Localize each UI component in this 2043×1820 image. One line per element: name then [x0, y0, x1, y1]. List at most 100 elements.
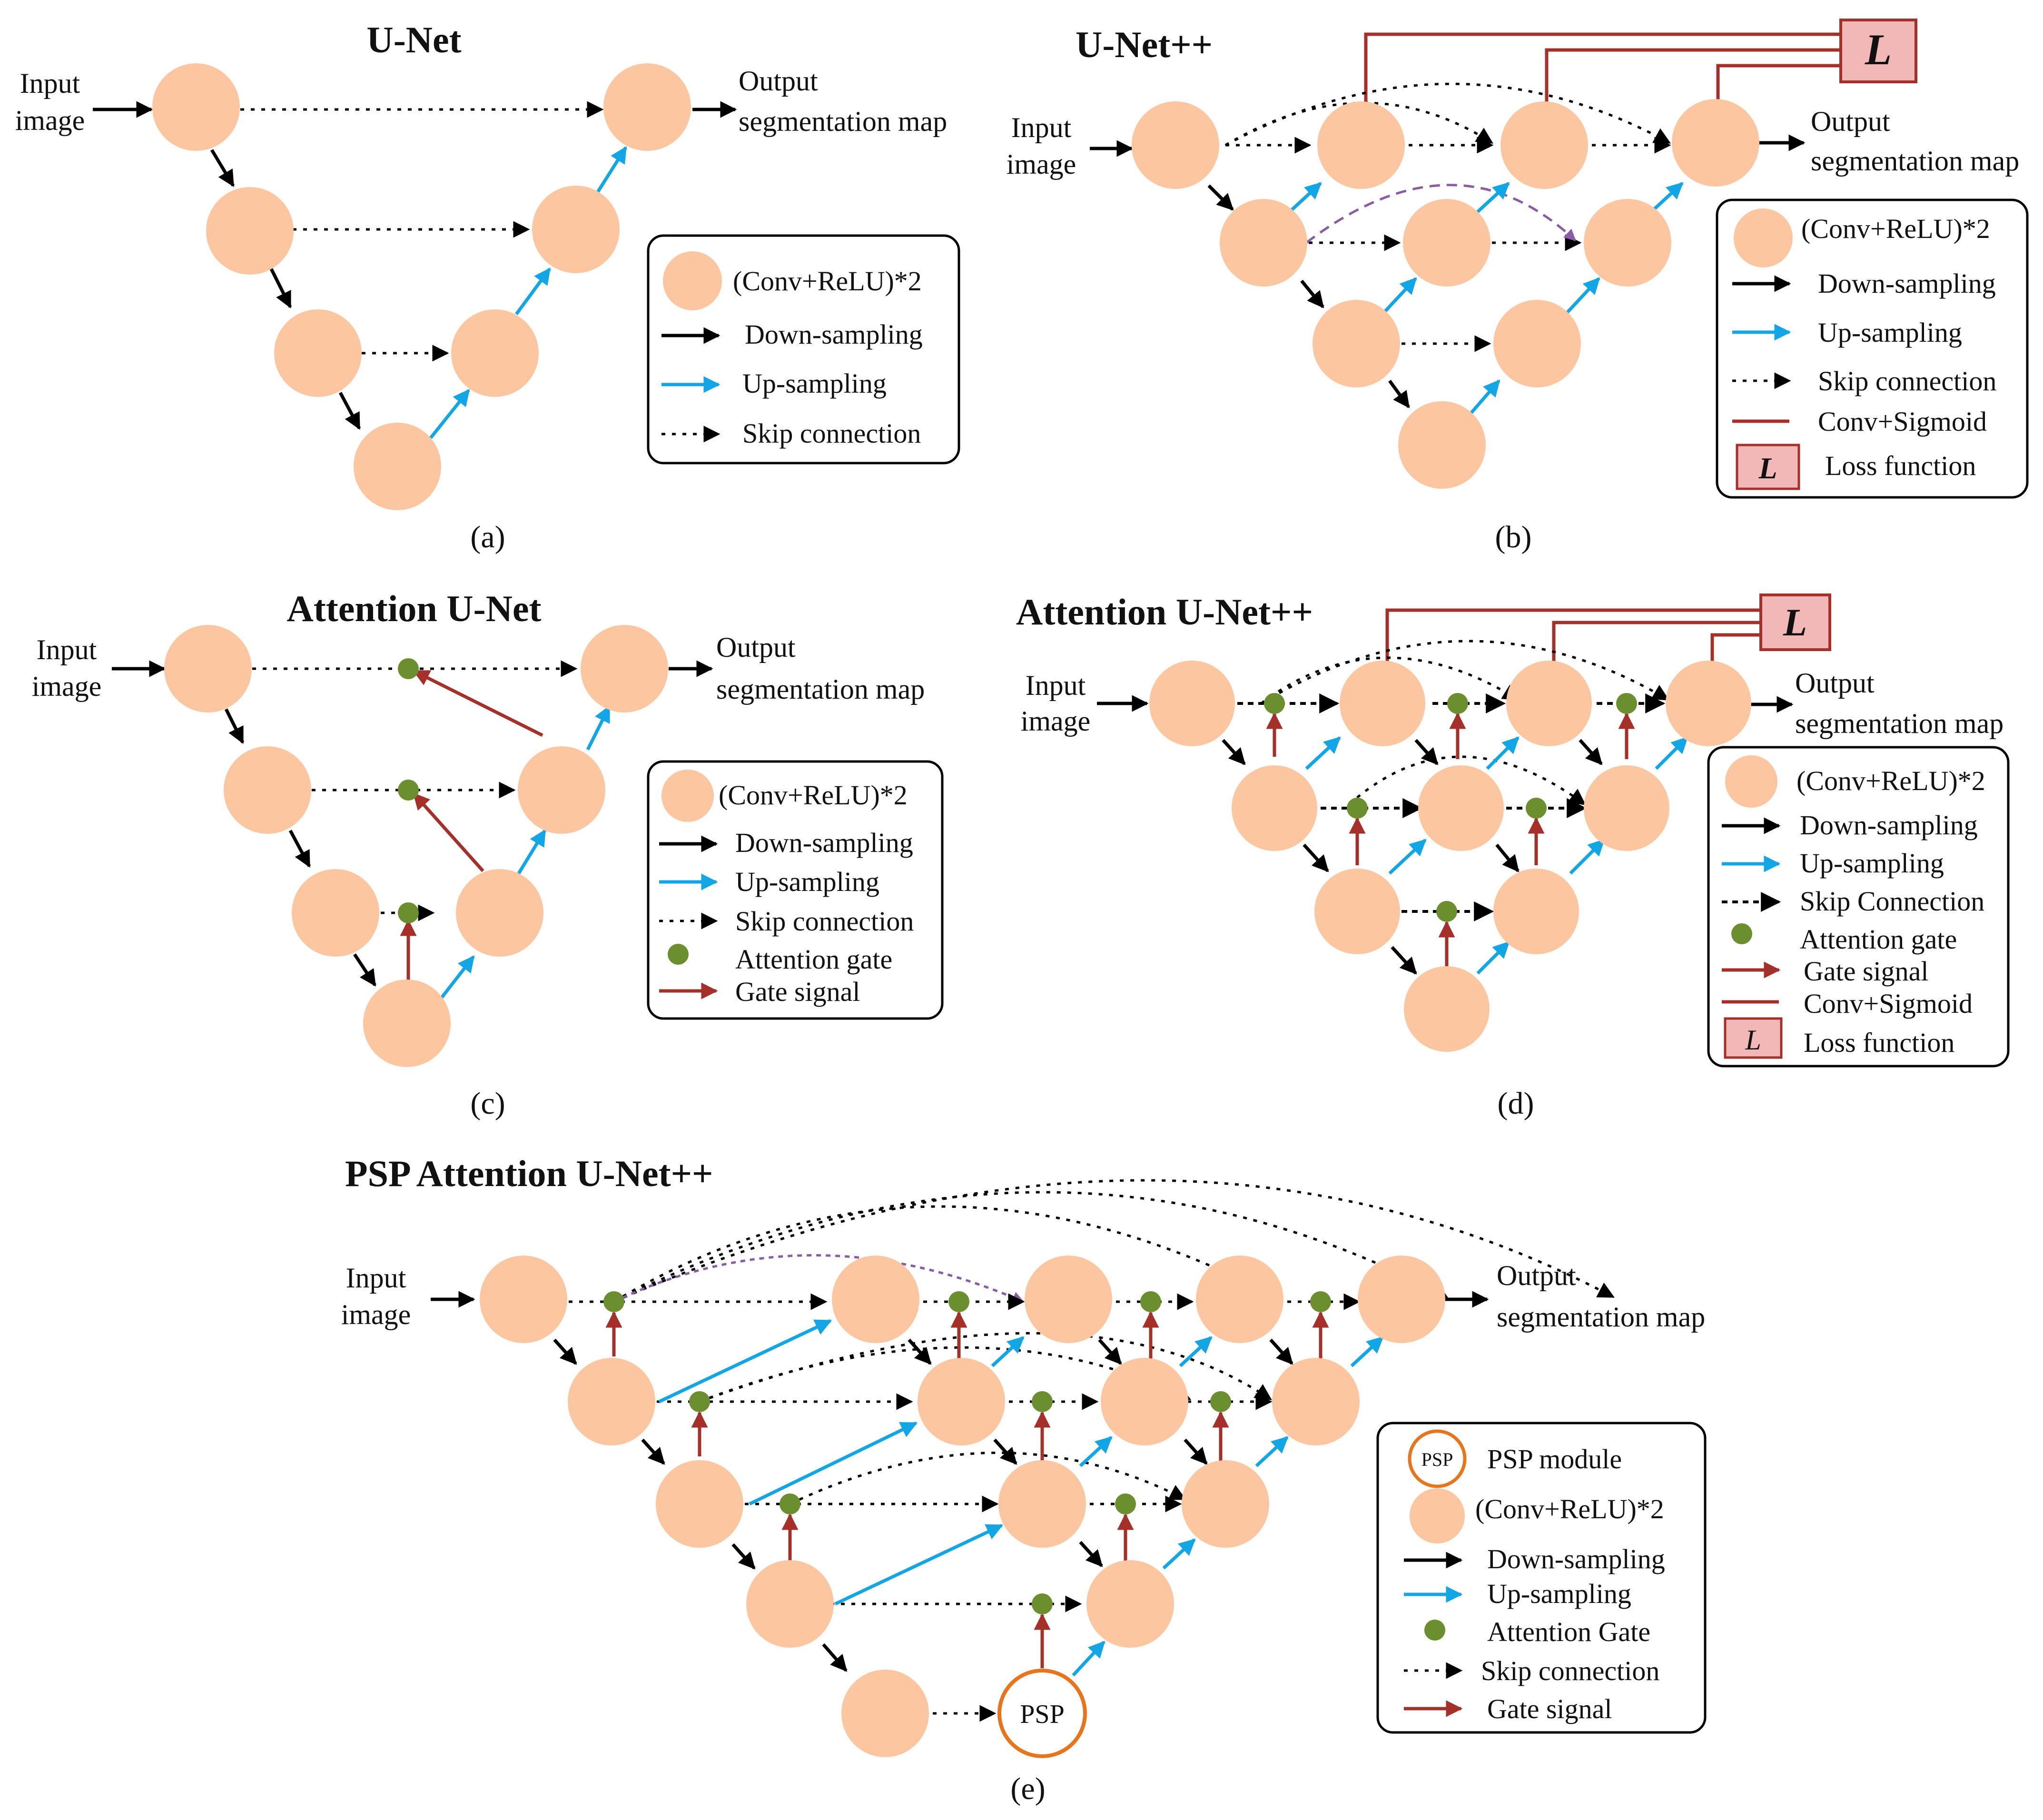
down-sampling-arrow: [993, 1438, 1017, 1465]
up-sampling-arrow: [658, 1319, 832, 1404]
up-sampling-arrow: [1162, 1538, 1196, 1570]
conv-node: [1182, 1460, 1269, 1548]
conv-node: [1340, 661, 1425, 746]
attention-gate: [398, 902, 419, 923]
skip-connection: [1260, 640, 1670, 705]
skip-connection: [613, 1191, 1449, 1303]
down-sampling-arrow: [1414, 739, 1439, 765]
panel-d-output-line1: Output: [1795, 667, 1875, 699]
conv-node: [1666, 661, 1751, 746]
down-sampling-arrow: [1079, 1541, 1103, 1567]
conv-node: [1149, 661, 1235, 746]
legend-label: Up-sampling: [1818, 317, 1962, 348]
panel-e-output-line1: Output: [1497, 1260, 1576, 1291]
conv-node: [998, 1460, 1086, 1548]
legend-label: Attention Gate: [1487, 1616, 1650, 1647]
conv-node: [1086, 1560, 1174, 1648]
legend-loss-box: [1724, 1017, 1783, 1059]
down-sampling-arrow: [1391, 946, 1417, 975]
panel-b-output-line2: segmentation map: [1811, 145, 2019, 177]
panel-d-label: (d): [1498, 1086, 1534, 1121]
conv-node: [1398, 401, 1486, 489]
conv-node: [1220, 199, 1307, 287]
up-sampling-arrow: [1655, 736, 1688, 770]
conv-node: [206, 187, 294, 275]
gate-signal-arrow: [412, 669, 543, 737]
panel-b-input-line2: image: [1007, 148, 1076, 180]
legend-label: Skip Connection: [1800, 886, 1984, 917]
attention-gate: [780, 1494, 800, 1514]
legend-label: Skip connection: [742, 418, 921, 449]
up-sampling-arrow: [1288, 182, 1322, 213]
panel-c-attention-unet: Attention U-Net Input image Output segme…: [32, 588, 944, 1121]
down-sampling-arrow: [353, 953, 376, 987]
attention-gate: [603, 1291, 624, 1312]
legend-label: (Conv+ReLU)*2: [1475, 1494, 1664, 1524]
panel-a-title: U-Net: [366, 19, 461, 60]
down-sampling-arrow: [1207, 184, 1234, 211]
attention-gate: [398, 658, 419, 679]
conv-node: [1313, 300, 1400, 387]
up-sampling-arrow: [1079, 1436, 1113, 1467]
panel-b-unetpp: U-Net++ Input image Output segmentation …: [1007, 19, 2029, 554]
up-sampling-arrow: [991, 1336, 1025, 1367]
skip-connection: [699, 1332, 1272, 1403]
legend-label: Skip connection: [735, 906, 914, 937]
attention-gate: [1616, 693, 1637, 714]
conv-node: [224, 746, 311, 834]
conv-sigmoid-line: [1716, 64, 1841, 107]
panel-c-label: (c): [470, 1086, 505, 1121]
legend-loss-symbol: L: [1745, 1024, 1761, 1056]
up-sampling-arrow: [439, 955, 475, 1001]
panel-b-legend: (Conv+ReLU)*2 Down-sampling Up-sampling …: [1716, 198, 2029, 499]
conv-node: [1584, 765, 1669, 851]
panel-c-title: Attention U-Net: [286, 588, 541, 629]
up-sampling-arrow: [1381, 277, 1417, 316]
legend-label: Gate signal: [1487, 1693, 1612, 1724]
panel-e-input-line2: image: [341, 1299, 411, 1330]
down-sampling-arrow: [1495, 843, 1520, 872]
up-sampling-arrow: [1564, 277, 1600, 316]
deep-skip-connection: [613, 1254, 1025, 1303]
panel-e-input-line1: Input: [346, 1262, 406, 1294]
legend-gate-icon: [1424, 1620, 1445, 1641]
up-sampling-arrow: [1476, 182, 1510, 213]
legend-label: PSP module: [1487, 1444, 1622, 1474]
legend-label: Conv+Sigmoid: [1818, 406, 1987, 437]
conv-node: [603, 63, 691, 151]
gate-signal-arrow: [413, 792, 484, 872]
down-sampling-arrow: [641, 1438, 665, 1465]
conv-node: [841, 1670, 929, 1757]
down-sampling-arrow: [553, 1338, 577, 1365]
legend-label: Down-sampling: [1818, 268, 1996, 299]
loss-symbol: L: [1783, 601, 1807, 644]
down-sampling-arrow: [210, 149, 235, 188]
attention-gate: [1032, 1391, 1053, 1412]
panel-c-legend: (Conv+ReLU)*2 Down-sampling Up-sampling …: [647, 760, 944, 1020]
up-sampling-arrow: [1476, 941, 1510, 975]
panel-b-label: (b): [1495, 520, 1532, 554]
legend-label: Down-sampling: [1800, 810, 1978, 841]
down-sampling-arrow: [1098, 1338, 1122, 1365]
up-sampling-arrow: [517, 829, 546, 874]
panel-a-output-line1: Output: [739, 65, 818, 97]
up-sampling-arrow: [749, 1421, 918, 1506]
attention-gate: [1264, 693, 1285, 714]
conv-sigmoid-line: [1545, 48, 1841, 107]
legend-label: Skip connection: [1818, 366, 1996, 396]
conv-node: [274, 309, 362, 397]
legend-label: Down-sampling: [1487, 1543, 1665, 1574]
panel-b-input-line1: Input: [1011, 112, 1072, 143]
psp-module: [997, 1669, 1087, 1758]
conv-sigmoid-line: [1710, 633, 1761, 664]
loss-function-box: [1839, 19, 1917, 83]
panel-e-psp-attention-unetpp: PSP Attention U-Net++ Input image Output…: [341, 1153, 1707, 1806]
attention-gate: [1032, 1593, 1053, 1614]
attention-gate: [689, 1391, 710, 1412]
legend-label: Gate signal: [735, 976, 860, 1007]
legend-label: Up-sampling: [742, 368, 887, 399]
legend-loss-box: [1736, 444, 1800, 490]
attention-gate: [398, 780, 419, 801]
up-sampling-arrow: [1179, 1336, 1213, 1367]
